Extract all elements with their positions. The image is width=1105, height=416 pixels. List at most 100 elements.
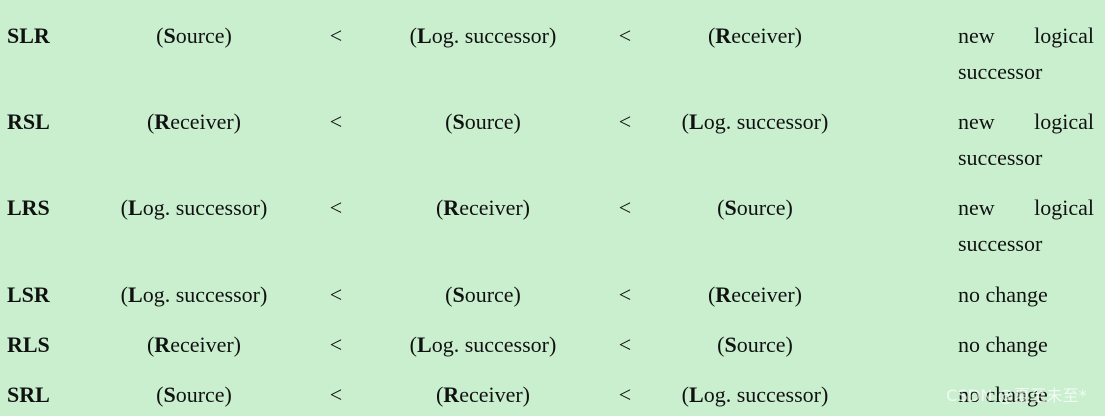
result-line-1: new logical	[958, 104, 1094, 140]
first-term: (Source)	[98, 18, 290, 54]
term-initial: S	[452, 109, 465, 134]
term-open-paren: (	[146, 109, 155, 134]
term-open-paren: (	[120, 282, 128, 307]
third-term: (Receiver)	[660, 277, 850, 313]
less-than-symbol: <	[329, 332, 343, 357]
row-code: SRL	[7, 382, 50, 407]
term-rest: og. successor)	[431, 332, 557, 357]
less-than-symbol: <	[618, 332, 632, 357]
term-open-paren: (	[146, 332, 155, 357]
first-term: (Source)	[98, 377, 290, 413]
third-term: (Log. successor)	[660, 377, 850, 413]
term-initial: S	[163, 23, 176, 48]
term-rest: eceiver)	[459, 195, 531, 220]
term-open-paren: (	[707, 282, 716, 307]
result-text: new logical successor	[958, 104, 1094, 176]
term-initial: L	[417, 332, 432, 357]
less-than-symbol: <	[618, 109, 632, 134]
term-rest: og. successor)	[142, 195, 268, 220]
result-line-2: successor	[958, 59, 1043, 84]
result-text: no change	[958, 382, 1048, 407]
term-initial: L	[128, 282, 143, 307]
term-open-paren: (	[156, 23, 164, 48]
term-initial: L	[689, 109, 704, 134]
term-open-paren: (	[435, 382, 444, 407]
result-text: no change	[958, 332, 1048, 357]
term-initial: S	[724, 332, 737, 357]
term-initial: L	[689, 382, 704, 407]
result-text: no change	[958, 282, 1048, 307]
second-term: (Log. successor)	[388, 18, 578, 54]
term-rest: ource)	[464, 282, 521, 307]
less-than-symbol: <	[329, 109, 343, 134]
result-word: new	[958, 109, 995, 134]
term-initial: R	[154, 109, 171, 134]
term-rest: og. successor)	[431, 23, 557, 48]
first-term: (Receiver)	[98, 327, 290, 363]
term-open-paren: (	[156, 382, 164, 407]
term-initial: R	[715, 23, 732, 48]
term-initial: S	[163, 382, 176, 407]
term-open-paren: (	[409, 23, 417, 48]
row-code: LRS	[7, 195, 50, 220]
term-rest: og. successor)	[142, 282, 268, 307]
term-open-paren: (	[409, 332, 417, 357]
first-term: (Receiver)	[98, 104, 290, 140]
term-open-paren: (	[435, 195, 444, 220]
result-line-2: successor	[958, 145, 1043, 170]
row-code: SLR	[7, 23, 50, 48]
second-term: (Source)	[388, 104, 578, 140]
term-rest: og. successor)	[703, 109, 829, 134]
term-rest: ource)	[736, 332, 793, 357]
result-line-1: new logical	[958, 18, 1094, 54]
result-text: new logical successor	[958, 18, 1094, 90]
result-line-2: successor	[958, 231, 1043, 256]
term-rest: ource)	[464, 109, 521, 134]
less-than-symbol: <	[329, 282, 343, 307]
result-word: logical	[1034, 23, 1094, 48]
term-open-paren: (	[445, 282, 453, 307]
term-rest: eceiver)	[731, 282, 803, 307]
less-than-symbol: <	[618, 382, 632, 407]
term-open-paren: (	[717, 332, 725, 357]
less-than-symbol: <	[329, 382, 343, 407]
term-rest: ource)	[175, 23, 232, 48]
less-than-symbol: <	[618, 23, 632, 48]
result-word: new	[958, 23, 995, 48]
third-term: (Receiver)	[660, 18, 850, 54]
result-word: logical	[1034, 109, 1094, 134]
less-than-symbol: <	[618, 282, 632, 307]
term-initial: L	[417, 23, 432, 48]
term-initial: R	[154, 332, 171, 357]
first-term: (Log. successor)	[98, 190, 290, 226]
less-than-symbol: <	[329, 195, 343, 220]
term-open-paren: (	[120, 195, 128, 220]
term-rest: eceiver)	[170, 109, 242, 134]
third-term: (Source)	[660, 327, 850, 363]
second-term: (Log. successor)	[388, 327, 578, 363]
term-open-paren: (	[445, 109, 453, 134]
term-initial: R	[443, 195, 460, 220]
term-rest: eceiver)	[170, 332, 242, 357]
term-initial: R	[443, 382, 460, 407]
term-initial: L	[128, 195, 143, 220]
term-open-paren: (	[681, 109, 689, 134]
result-word: logical	[1034, 195, 1094, 220]
third-term: (Log. successor)	[660, 104, 850, 140]
less-than-symbol: <	[329, 23, 343, 48]
result-text: new logical successor	[958, 190, 1094, 262]
term-initial: R	[715, 282, 732, 307]
third-term: (Source)	[660, 190, 850, 226]
second-term: (Source)	[388, 277, 578, 313]
term-open-paren: (	[707, 23, 716, 48]
term-initial: S	[452, 282, 465, 307]
result-line-1: new logical	[958, 190, 1094, 226]
term-rest: eceiver)	[731, 23, 803, 48]
term-rest: ource)	[175, 382, 232, 407]
term-rest: eceiver)	[459, 382, 531, 407]
result-word: new	[958, 195, 995, 220]
term-rest: ource)	[736, 195, 793, 220]
less-than-symbol: <	[618, 195, 632, 220]
second-term: (Receiver)	[388, 377, 578, 413]
